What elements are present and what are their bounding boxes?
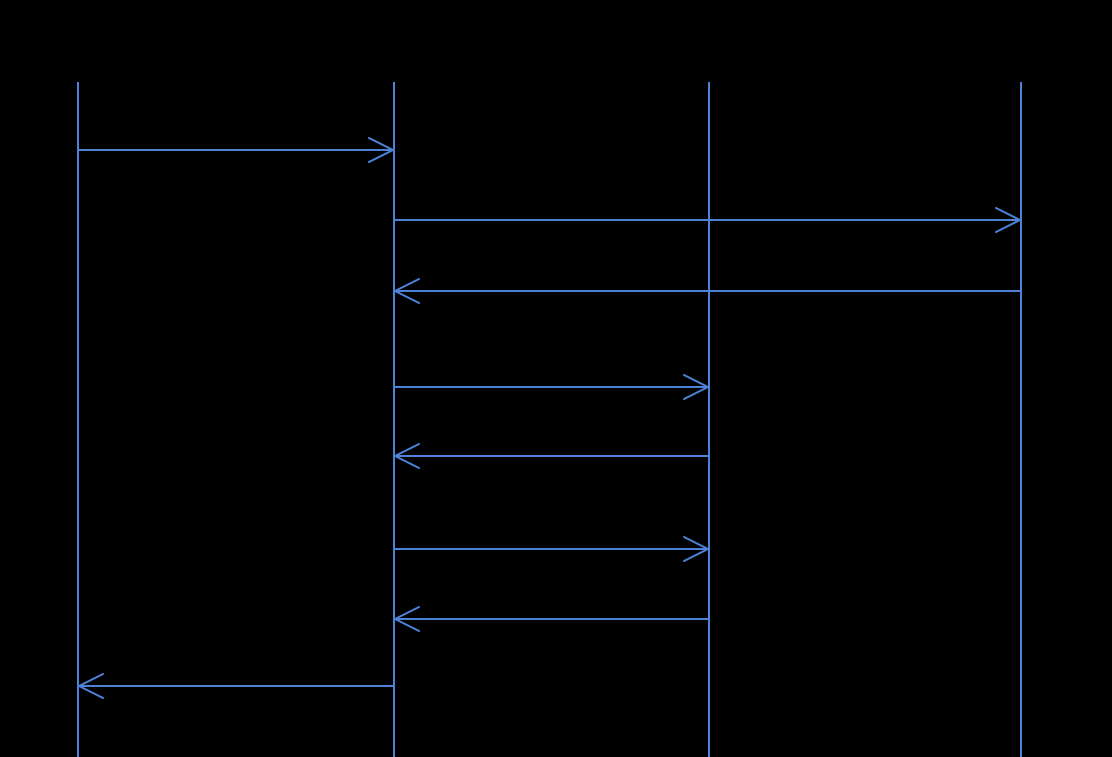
arrow-head-right-1 (368, 137, 394, 163)
arrow-head-right-4 (683, 374, 709, 400)
arrow-head-left-8 (78, 673, 104, 699)
message-4[interactable] (394, 374, 709, 400)
message-3[interactable] (394, 278, 1021, 304)
lifelines-group (77, 82, 1022, 757)
arrow-head-left-5 (394, 443, 420, 469)
message-8[interactable] (78, 673, 394, 699)
message-5[interactable] (394, 443, 709, 469)
message-6[interactable] (394, 536, 709, 562)
arrow-head-right-6 (683, 536, 709, 562)
arrow-head-left-7 (394, 606, 420, 632)
arrow-head-right-2 (995, 207, 1021, 233)
message-7[interactable] (394, 606, 709, 632)
message-1[interactable] (78, 137, 394, 163)
messages-group (78, 137, 1021, 699)
arrow-head-left-3 (394, 278, 420, 304)
message-2[interactable] (394, 207, 1021, 233)
